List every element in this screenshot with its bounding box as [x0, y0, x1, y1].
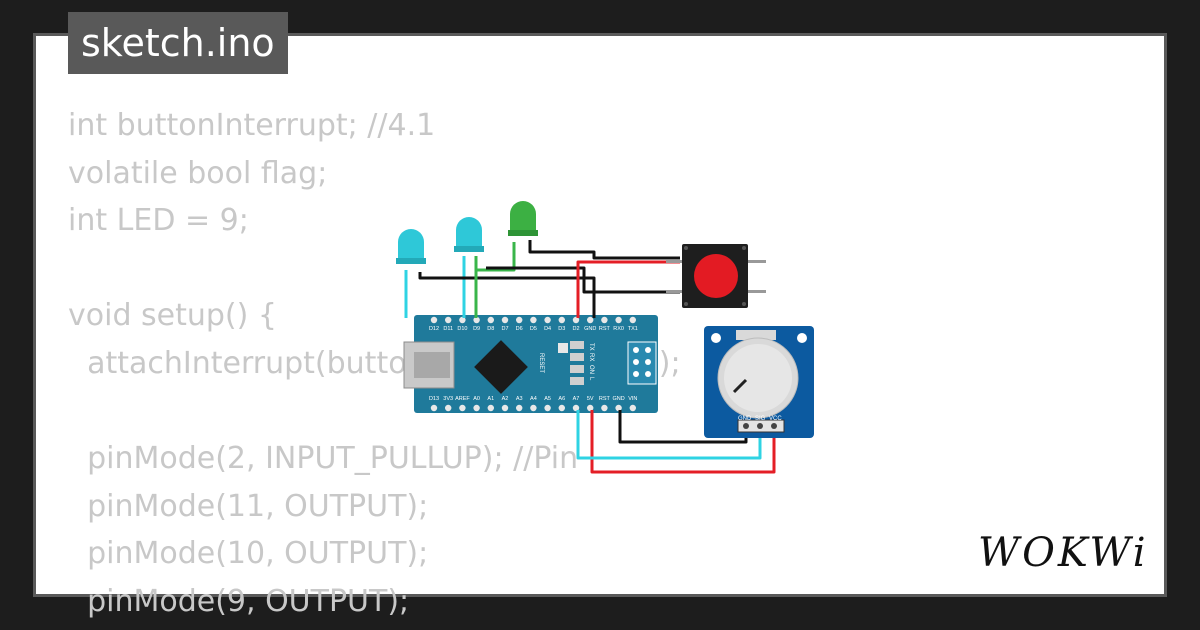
led-cyan-2[interactable]: [454, 217, 484, 252]
board-pin-label: A4: [530, 396, 537, 402]
board-pin-label: GND: [612, 396, 624, 402]
board-pin-a5[interactable]: [544, 404, 551, 412]
board-pin-3v3[interactable]: [445, 404, 452, 412]
board-pin-tx1[interactable]: [629, 316, 636, 324]
board-pin-label: RX0: [613, 326, 624, 332]
code-line: pinMode(11, OUTPUT);: [68, 488, 429, 524]
board-pin-d12[interactable]: [430, 316, 438, 324]
icsp-pin: [645, 347, 651, 353]
board-pin-label: A5: [544, 396, 551, 402]
code-line: pinMode(9, OUTPUT);: [68, 583, 410, 619]
board-pin-label: D13: [429, 396, 439, 402]
code-line: int buttonInterrupt; //4.1: [68, 108, 436, 143]
board-pin-label: RST: [599, 396, 611, 402]
board-pin-a2[interactable]: [501, 404, 509, 412]
board-pin-a6[interactable]: [558, 404, 565, 412]
icsp-pin: [633, 359, 639, 365]
code-line: int LED = 9;: [68, 203, 249, 239]
pot-knob-indicator: [732, 378, 748, 394]
code-line: pinMode(2, INPUT_PULLUP); //Pin: [68, 441, 579, 477]
board-pin-label: GND: [584, 326, 596, 332]
l-label: L: [588, 377, 594, 381]
board-pin-label: A7: [573, 396, 580, 402]
code-line: volatile bool flag;: [68, 155, 328, 191]
board-pin-aref[interactable]: [459, 404, 466, 412]
reset-label: RESET: [538, 353, 544, 373]
board-pin-a4[interactable]: [530, 404, 537, 412]
board-pin-gnd[interactable]: [615, 404, 622, 412]
rx-label: RX: [588, 353, 594, 361]
board-pin-d13[interactable]: [430, 404, 438, 412]
pushbutton[interactable]: [666, 244, 766, 308]
board-pin-label: D7: [501, 326, 508, 332]
board-pin-d5[interactable]: [530, 316, 537, 324]
board-pin-label: D2: [572, 326, 579, 332]
code-line: pinMode(10, OUTPUT);: [68, 536, 429, 572]
board-pin-label: VIN: [628, 396, 637, 402]
board-pin-label: D6: [516, 326, 523, 332]
board-pin-label: A3: [516, 396, 523, 402]
board-pin-rx0[interactable]: [615, 316, 622, 324]
board-pin-a7[interactable]: [572, 404, 580, 412]
potentiometer-module[interactable]: GND SIG VCC: [704, 326, 814, 438]
board-pin-label: D9: [473, 326, 480, 332]
led-cyan-1[interactable]: [396, 229, 426, 264]
icsp-pin: [645, 371, 651, 377]
board-pin-a1[interactable]: [487, 404, 494, 412]
board-pin-label: TX1: [628, 326, 638, 332]
pot-pin-gnd: GND: [738, 416, 752, 422]
board-pin-label: A0: [473, 396, 480, 402]
board-pin-d2[interactable]: [572, 316, 580, 324]
board-pin-d3[interactable]: [558, 316, 565, 324]
board-pin-label: 3V3: [443, 396, 453, 402]
board-pin-5v[interactable]: [587, 404, 594, 412]
code-line: void setup() {: [68, 298, 277, 334]
board-pin-label: A6: [558, 396, 565, 402]
board-pin-label: D10: [457, 326, 467, 332]
board-pin-label: D12: [429, 326, 439, 332]
led-green[interactable]: [508, 201, 538, 236]
board-pin-d6[interactable]: [516, 316, 523, 324]
wires: [404, 240, 776, 474]
board-pin-vin[interactable]: [629, 404, 636, 412]
board-pin-d11[interactable]: [445, 316, 452, 324]
board-pin-a0[interactable]: [473, 404, 480, 412]
tx-label: TX: [588, 343, 594, 351]
board-pin-label: D4: [544, 326, 551, 332]
board-pin-label: D8: [487, 326, 494, 332]
icsp-pin: [645, 359, 651, 365]
board-pin-d7[interactable]: [501, 316, 509, 324]
pot-pin-vcc: VCC: [769, 416, 782, 422]
board-pin-label: D11: [443, 326, 453, 332]
pot-pin-sig: SIG: [755, 416, 766, 422]
board-pin-d9[interactable]: [473, 316, 480, 324]
board-pin-d8[interactable]: [487, 316, 494, 324]
wokwi-logo: WOKWi: [978, 530, 1149, 576]
board-pin-d10[interactable]: [459, 316, 466, 324]
icsp-pin: [633, 347, 639, 353]
board-pin-label: A1: [487, 396, 494, 402]
board-pin-label: A2: [502, 396, 509, 402]
board-pin-label: AREF: [455, 396, 470, 402]
on-label: ON: [588, 365, 594, 374]
board-pin-rst[interactable]: [601, 404, 608, 412]
board-pin-a3[interactable]: [516, 404, 523, 412]
board-pin-rst[interactable]: [601, 316, 608, 324]
code-preview-card: int buttonInterrupt; //4.1 volatile bool …: [33, 33, 1167, 619]
board-pin-label: D5: [530, 326, 537, 332]
icsp-pin: [633, 371, 639, 377]
board-pin-label: RST: [599, 326, 611, 332]
board-pin-label: 5V: [587, 396, 594, 402]
board-pin-d4[interactable]: [544, 316, 551, 324]
reset-button: [558, 343, 568, 353]
file-tab[interactable]: sketch.ino: [68, 12, 288, 74]
board-pin-label: D3: [558, 326, 565, 332]
board-pin-gnd[interactable]: [587, 316, 594, 324]
